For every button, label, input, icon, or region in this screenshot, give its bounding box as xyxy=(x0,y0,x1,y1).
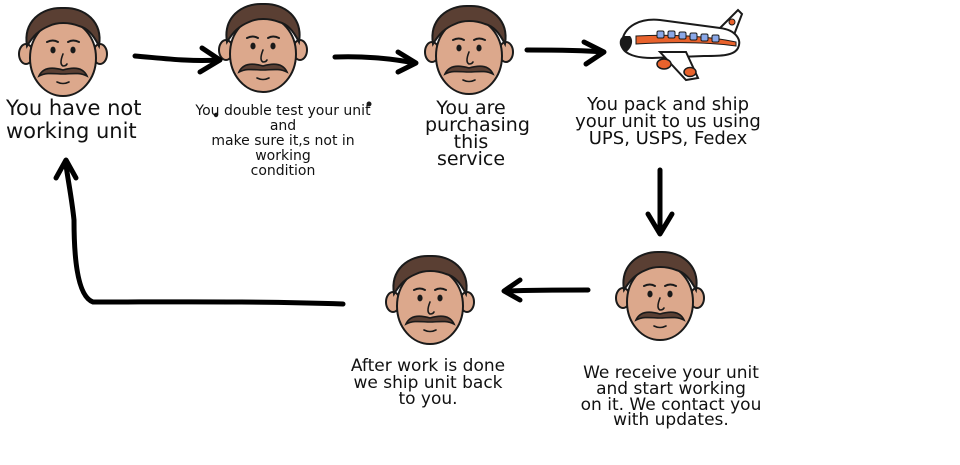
stray-dot xyxy=(366,101,372,107)
arrow-4-to-5 xyxy=(645,167,675,237)
step-label-double-test: You double test your unit and make sure … xyxy=(195,103,371,180)
arrow-3-to-4 xyxy=(524,39,607,67)
arrow-6-to-1 xyxy=(53,157,346,307)
person-face-icon xyxy=(18,6,108,97)
airplane-icon xyxy=(619,8,744,82)
arrow-5-to-6 xyxy=(501,277,591,303)
person-face-icon xyxy=(424,4,514,95)
arrow-1-to-2 xyxy=(132,45,223,75)
arrow-2-to-3 xyxy=(332,49,419,75)
person-face-icon xyxy=(615,250,705,341)
stray-dot xyxy=(213,112,219,118)
step-label-ship-to-us: You pack and ship your unit to us using … xyxy=(575,94,761,150)
step-label-purchase: You are purchasing this service xyxy=(425,97,530,171)
person-face-icon xyxy=(385,254,475,345)
step-label-ship-back: After work is done we ship unit back to … xyxy=(350,356,506,410)
step-label-not-working: You have not working unit xyxy=(6,96,142,143)
person-face-icon xyxy=(218,2,308,93)
step-label-receive: We receive your unit and start working o… xyxy=(580,363,762,431)
